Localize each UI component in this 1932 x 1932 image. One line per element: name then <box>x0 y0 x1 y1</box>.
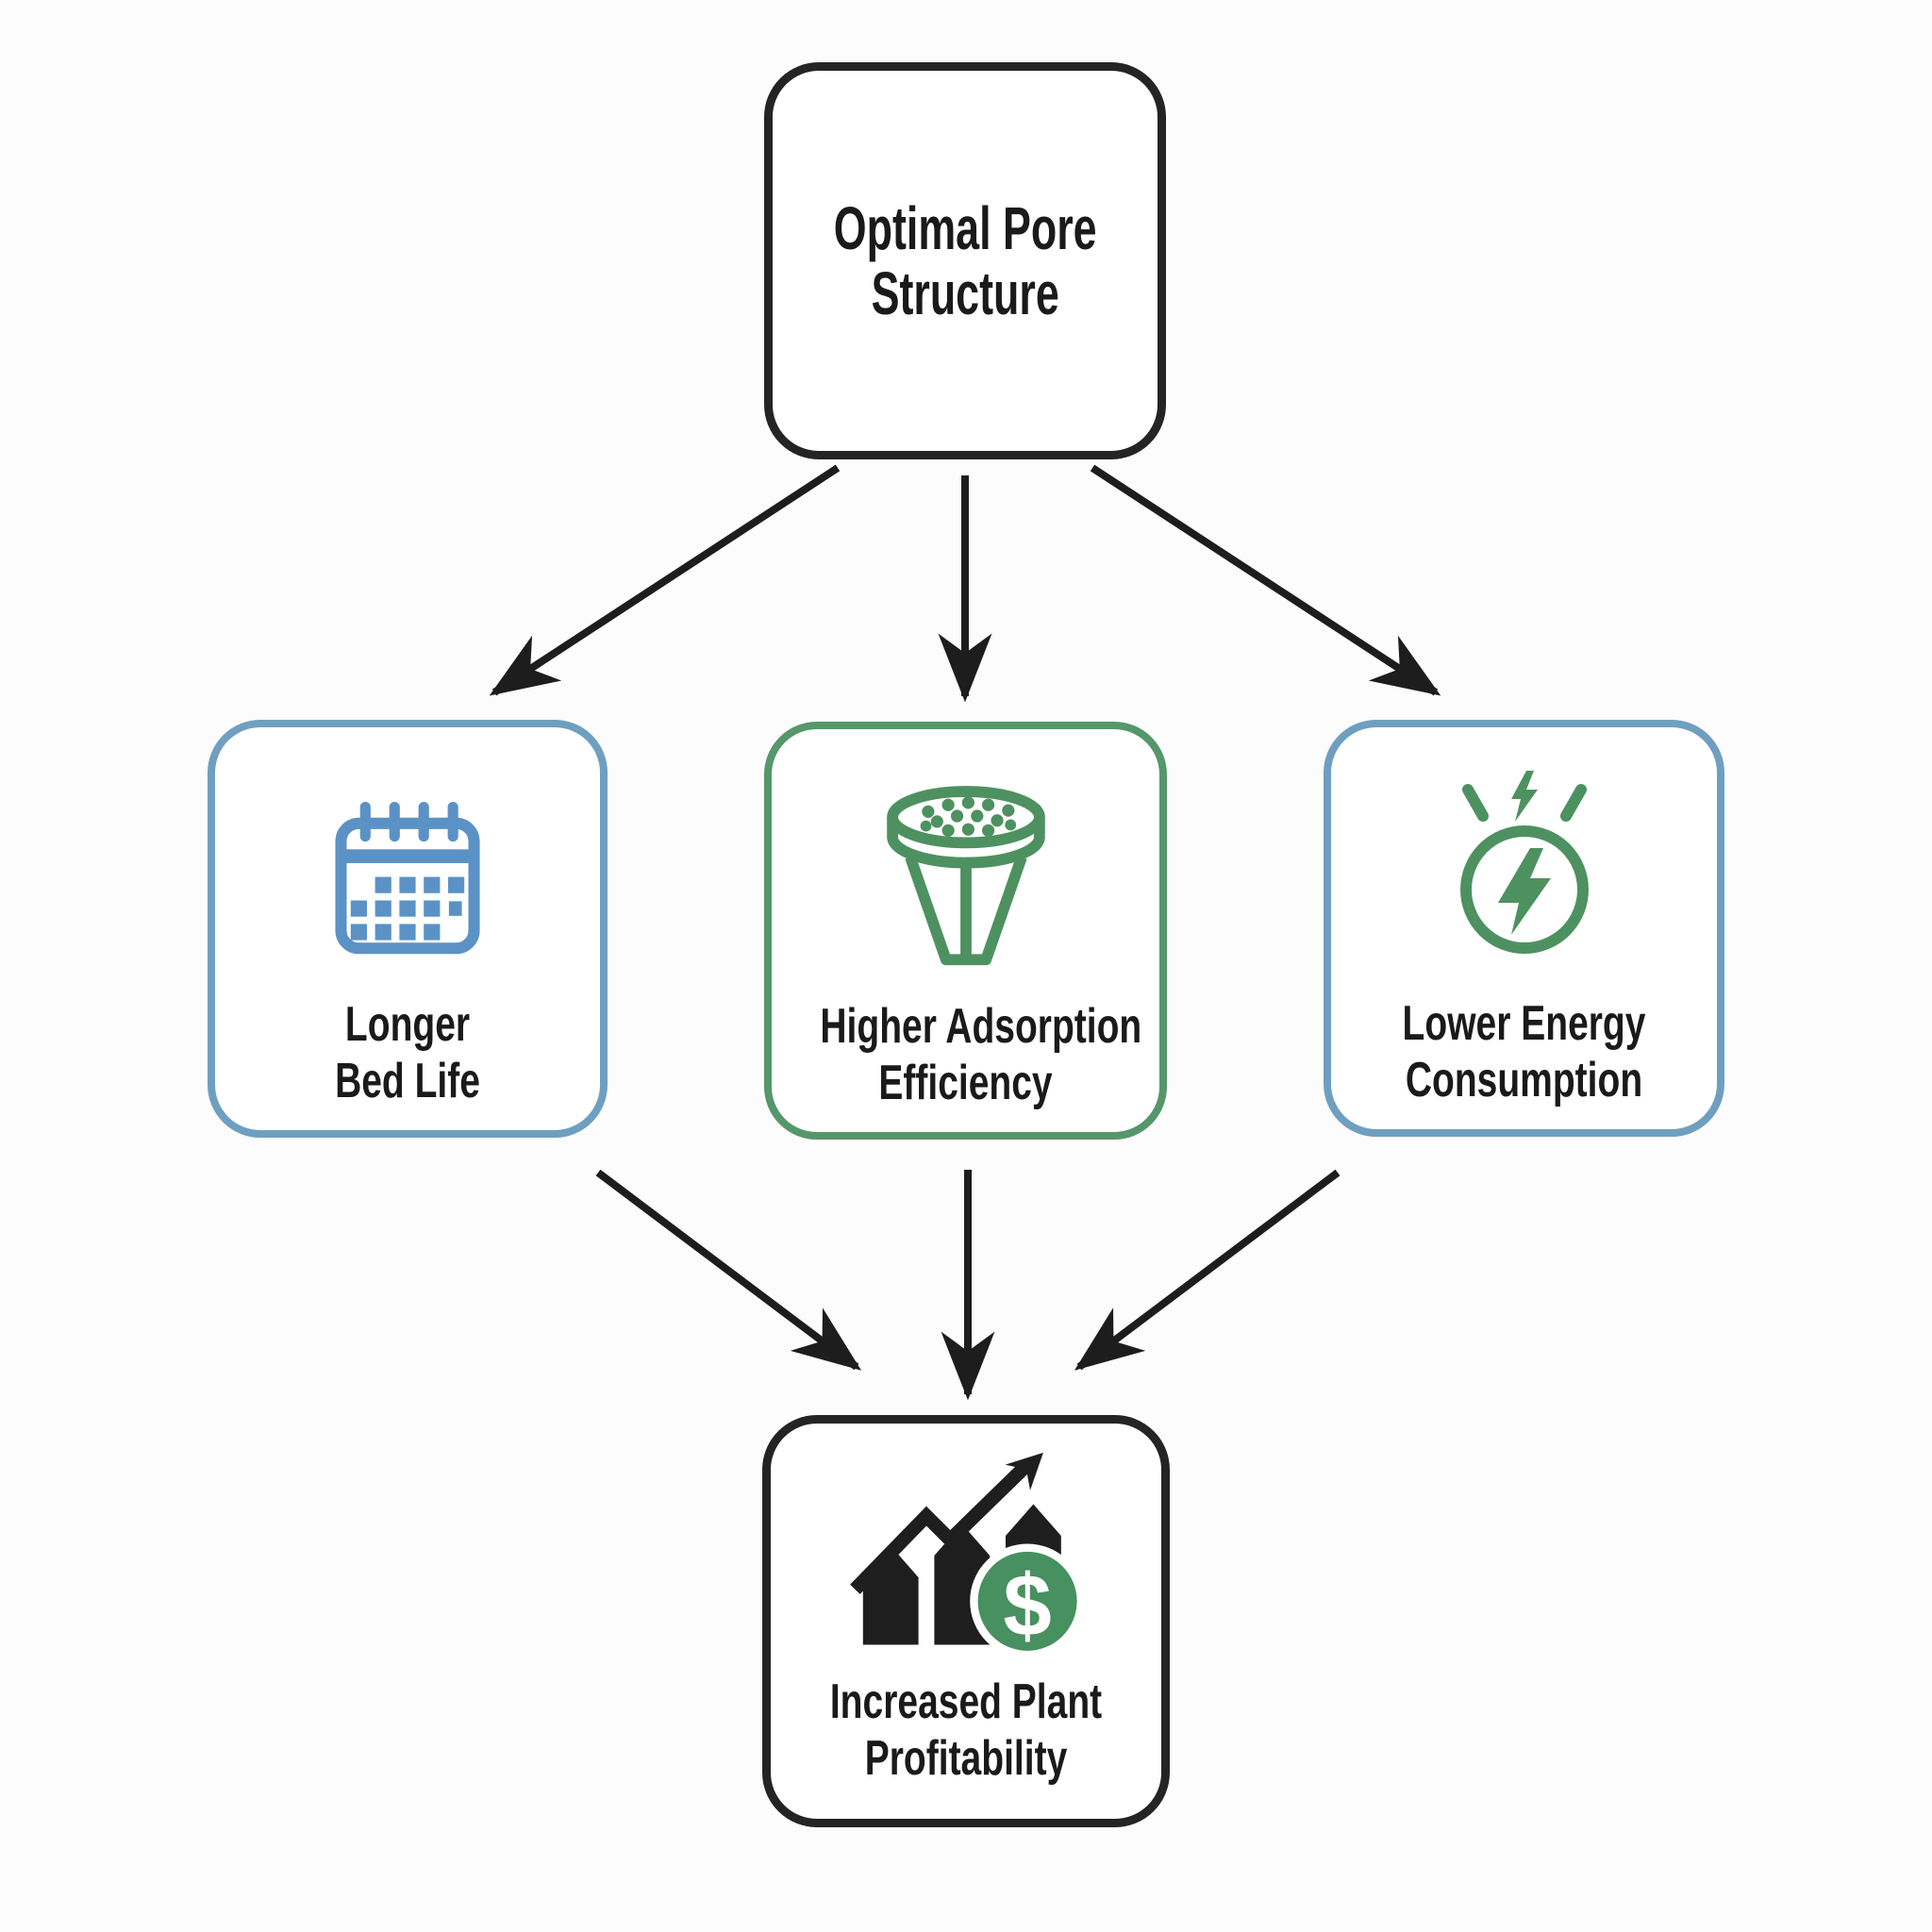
node-label: Optimal Pore Structure <box>773 71 1158 451</box>
calendar-icon <box>335 802 480 955</box>
label-line-2: Bed Life <box>335 1054 480 1108</box>
lightning-energy-icon <box>1459 771 1589 954</box>
node-higher-adsorption-efficiency: Higher Adsorption Efficiency <box>764 722 1167 1140</box>
profit-growth-chart-icon: $ <box>850 1452 1085 1659</box>
node-label: Lower Energy Consumption <box>1331 995 1717 1108</box>
label-line-2: Consumption <box>1405 1053 1643 1108</box>
label-line-1: Increased Plant <box>829 1674 1103 1729</box>
label-line-1: Lower Energy <box>1402 996 1646 1051</box>
node-label: Increased Plant Profitability <box>771 1674 1161 1787</box>
arrow-root-to-left <box>489 464 841 696</box>
label-line-1: Longer <box>344 997 471 1052</box>
label-line-2: Profitability <box>864 1731 1068 1786</box>
node-lower-energy-consumption: Lower Energy Consumption <box>1324 720 1724 1137</box>
dollar-icon <box>970 1543 1085 1659</box>
dollar-symbol: $ <box>1003 1557 1051 1655</box>
node-label: Longer Bed Life <box>215 996 600 1109</box>
label-line-2: Structure <box>871 258 1059 327</box>
label-line-1: Higher Adsorption <box>820 999 1142 1054</box>
node-optimal-pore-structure: Optimal Pore Structure <box>764 62 1166 459</box>
node-label: Higher Adsorption Efficiency <box>772 998 1159 1111</box>
arrow-left-to-bottom <box>595 1169 862 1371</box>
trend-line <box>850 1459 1033 1594</box>
node-longer-bed-life: Longer Bed Life <box>208 720 608 1138</box>
label-line-1: Optimal Pore <box>833 193 1097 262</box>
label-line-2: Efficiency <box>878 1056 1053 1110</box>
trend-arrowhead <box>1005 1452 1043 1491</box>
node-increased-plant-profitability: $ Increased Plant Profitability <box>762 1415 1170 1827</box>
arrow-root-to-right <box>1090 464 1441 696</box>
adsorption-funnel-icon <box>886 786 1045 966</box>
arrow-right-to-bottom <box>1074 1169 1341 1371</box>
